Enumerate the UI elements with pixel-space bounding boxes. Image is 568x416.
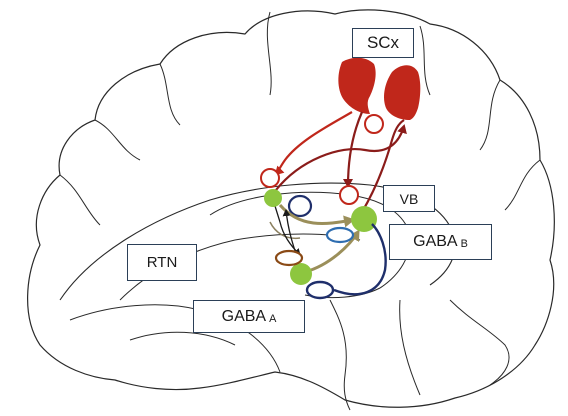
corticothalamic-projection <box>343 111 364 188</box>
sulcus-line <box>59 174 101 226</box>
gaba-b-label-main: GABA <box>413 233 458 250</box>
vb-neuron-outline <box>287 194 313 218</box>
cortical-pyramidal-neuron <box>338 57 376 114</box>
vb-cortical-synapse <box>339 185 359 205</box>
scx-label: SCx <box>352 28 414 58</box>
rtn-label: RTN <box>127 244 197 281</box>
gaba-a-label-main: GABA <box>221 307 267 325</box>
sulcus-line <box>504 159 541 211</box>
brainstem-outline <box>399 299 421 396</box>
corticothalamic-projection <box>274 111 353 176</box>
vb-label-text: VB <box>399 190 419 207</box>
sulcus-line <box>479 79 501 151</box>
rtn-cortical-synapse <box>260 168 280 188</box>
brain-outline <box>27 9 555 408</box>
vb-neuron <box>351 206 377 232</box>
gaba-b-label-sub: B <box>460 238 468 250</box>
sulcus-line <box>159 63 181 126</box>
cortical-pyramidal-neuron <box>384 65 421 120</box>
rtn-to-vb-pathway <box>304 229 360 274</box>
gaba-b-receptor <box>325 226 355 244</box>
gaba-a-label-sub: A <box>269 312 277 325</box>
gaba-b-pathway <box>333 223 387 296</box>
sulcus-line <box>266 11 272 96</box>
gaba-b-label: GABA B <box>389 224 492 260</box>
rtn-vb-connector <box>269 221 301 240</box>
sulcus-line <box>419 25 431 96</box>
gaba-b-terminal <box>305 280 335 300</box>
gaba-a-receptor <box>274 249 304 267</box>
cortical-interneuron <box>364 114 384 134</box>
sulcus-line <box>94 119 141 161</box>
gaba-a-label: GABA A <box>193 300 305 333</box>
thalamocortical-projection <box>361 119 405 213</box>
brainstem-outline <box>329 299 351 411</box>
rtn-neuron-lower <box>290 263 312 285</box>
vb-label: VB <box>383 185 435 212</box>
scx-label-text: SCx <box>366 33 400 52</box>
lower-fold <box>129 331 236 346</box>
cerebellum-line <box>449 299 510 386</box>
rtn-label-text: RTN <box>146 254 178 271</box>
thalamocortical-projection <box>275 124 407 191</box>
rtn-neuron <box>264 189 282 207</box>
